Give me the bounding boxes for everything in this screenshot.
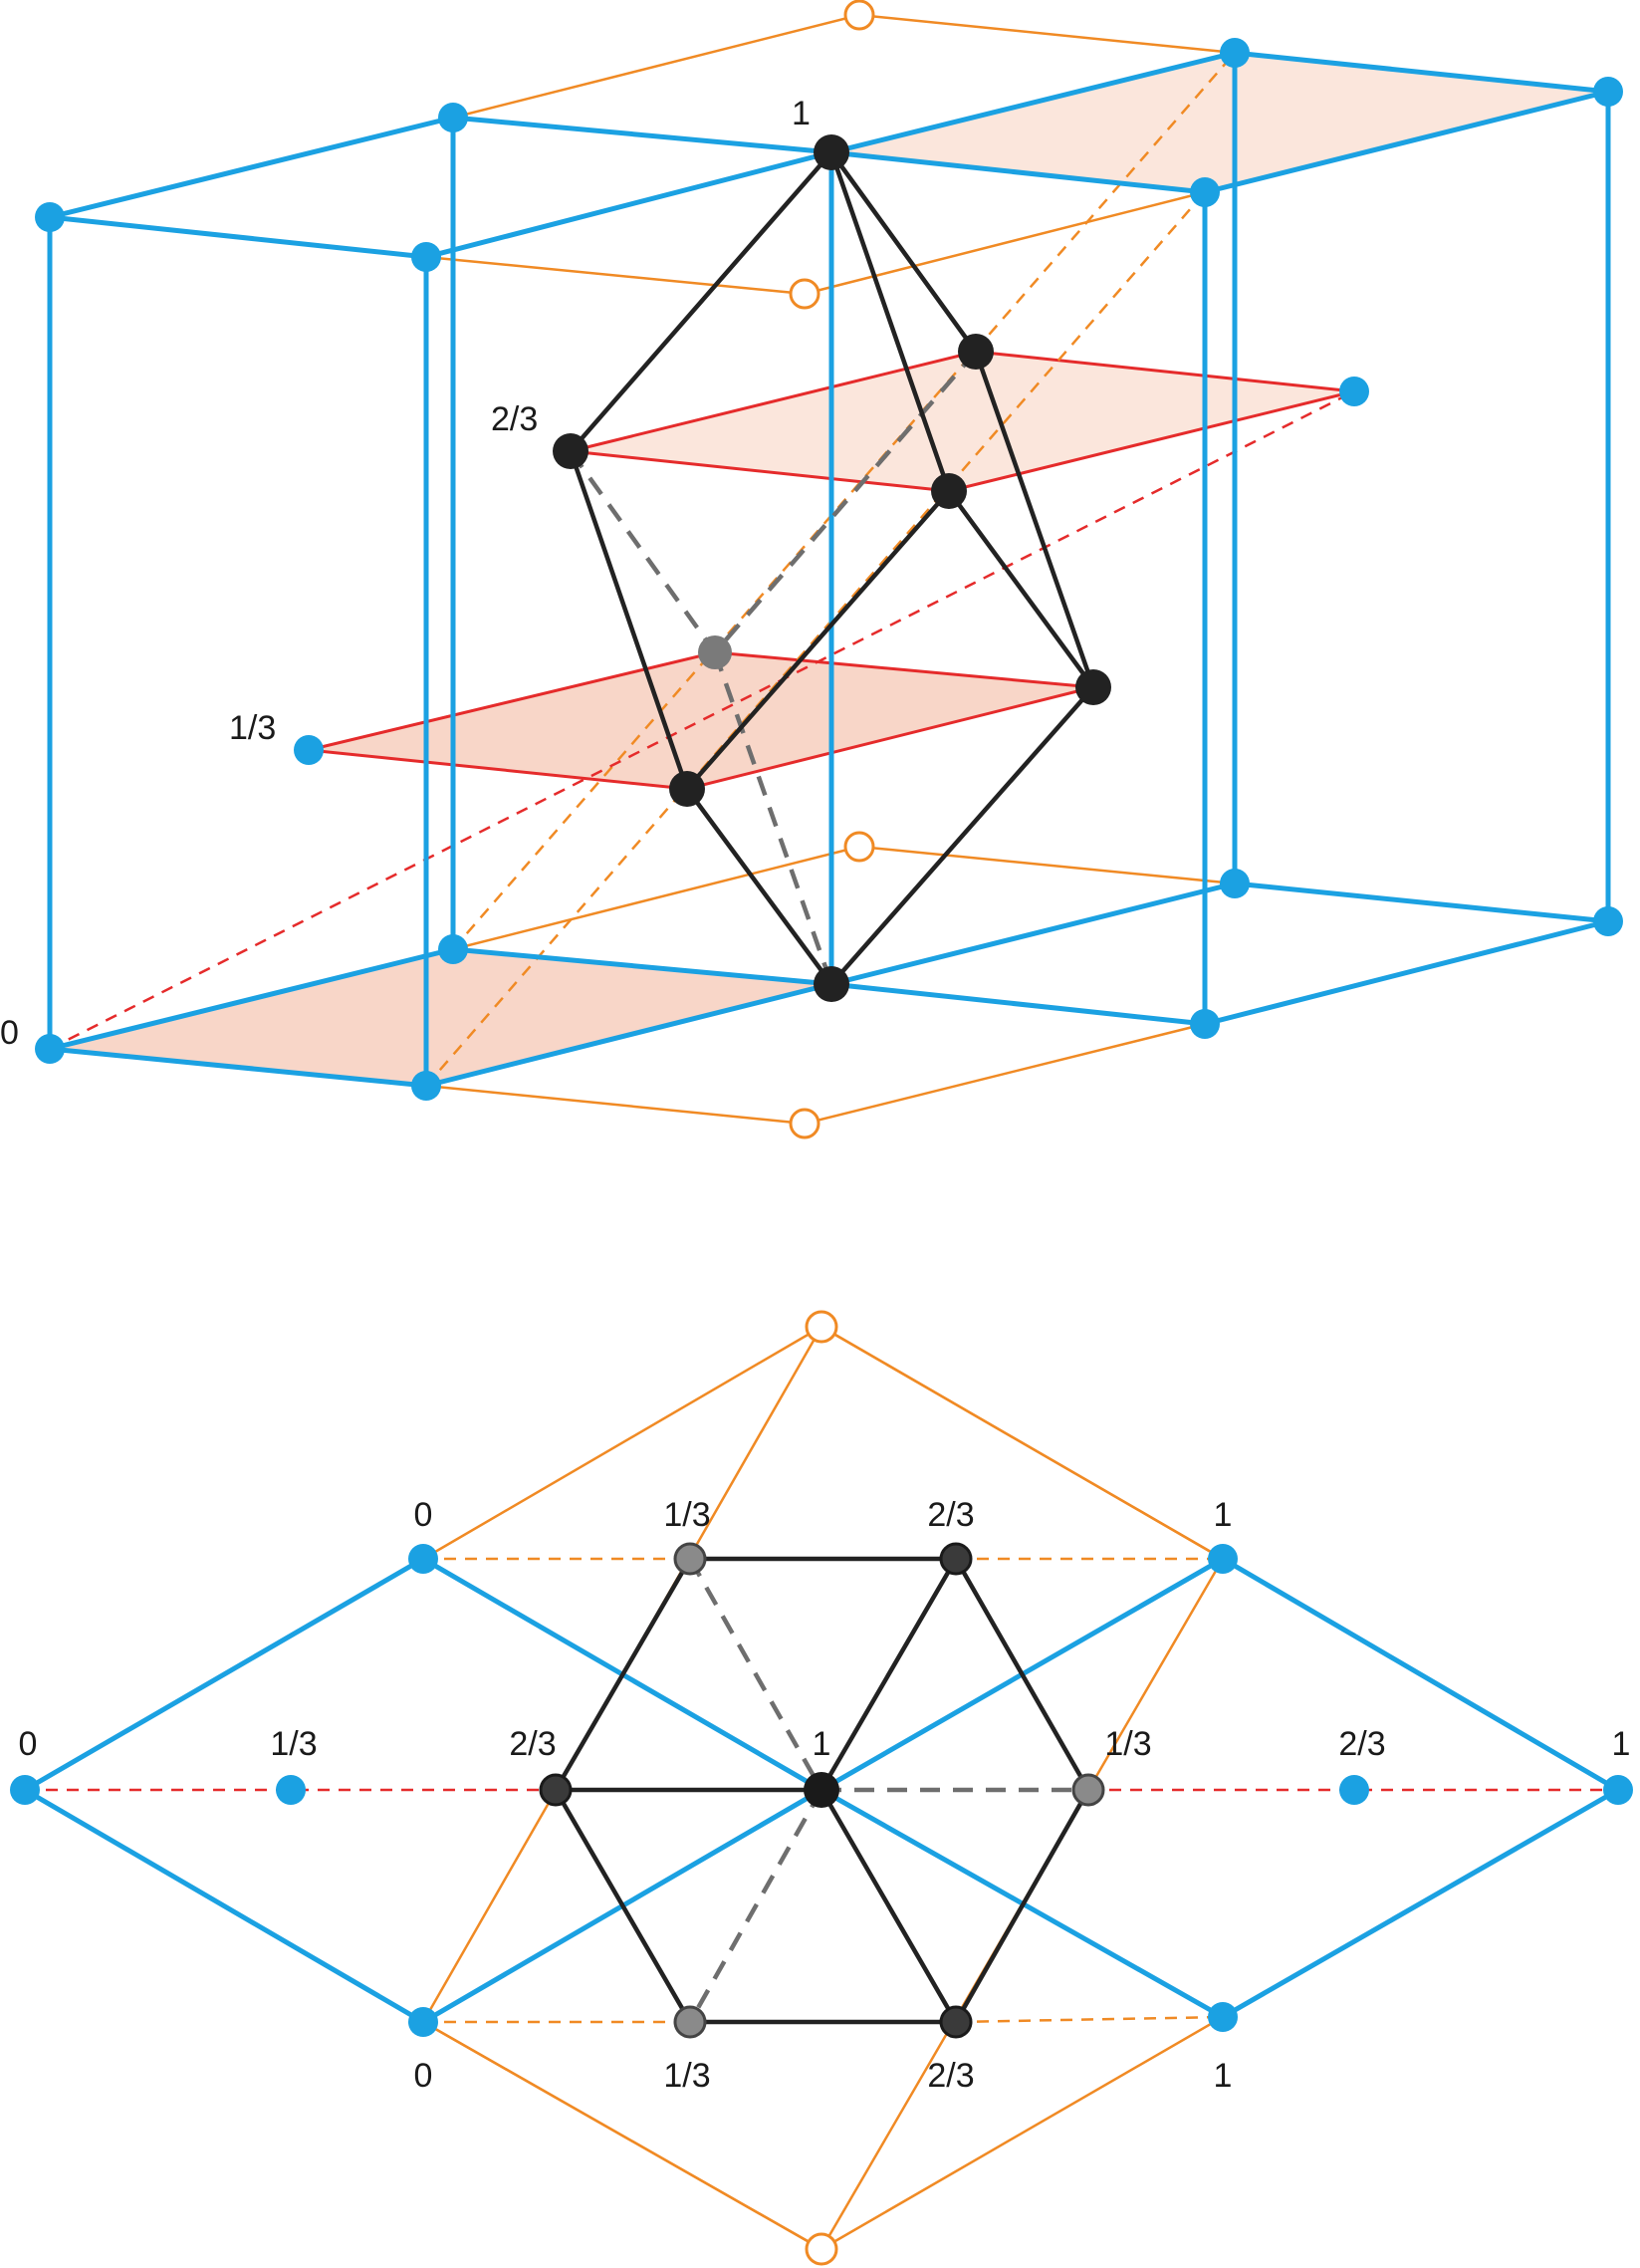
label-top-inner-left: 1/3 <box>663 1496 710 1534</box>
red-dashed-diagonal <box>49 389 1355 1051</box>
label-top: 1 <box>792 95 811 132</box>
label-bot-inner-left: 1/3 <box>663 2057 710 2095</box>
label-bot-left: 0 <box>414 2057 433 2095</box>
blue-box-edges <box>47 50 1611 1089</box>
bottom-shaded-face <box>50 949 831 1086</box>
label-zero: 0 <box>0 1014 19 1052</box>
orange-outer-top <box>422 1325 1224 1561</box>
hidden-edges <box>569 350 978 985</box>
label-top-right: 1 <box>1214 1496 1233 1534</box>
hidden-vertex <box>698 635 732 669</box>
label-mid-right: 1 <box>1612 1725 1631 1763</box>
orange-open-points <box>789 0 875 1139</box>
label-mid-hex-left: 2/3 <box>509 1725 556 1763</box>
projection-blue-points <box>10 1544 1633 2037</box>
label-center: 1 <box>813 1725 831 1763</box>
label-mid-left: 0 <box>19 1725 38 1763</box>
rhombohedron-edges <box>568 150 1096 986</box>
label-bot-right: 1 <box>1214 2057 1233 2095</box>
label-mid-inner-left: 1/3 <box>270 1725 317 1763</box>
blue-points <box>35 38 1623 1101</box>
label-one-third: 1/3 <box>229 709 276 747</box>
label-mid-inner-right: 2/3 <box>1338 1725 1385 1763</box>
label-bot-inner-right: 2/3 <box>927 2057 974 2095</box>
top-shaded-face <box>831 53 1608 192</box>
label-mid-hex-right: 1/3 <box>1104 1725 1151 1763</box>
rhombohedron-vertices <box>553 134 1111 1002</box>
label-two-thirds: 2/3 <box>491 400 538 438</box>
projection-dark-vertices <box>539 1542 973 2039</box>
orange-dashed-rows <box>423 1557 1224 2024</box>
projection-hexagon <box>554 1556 1090 2025</box>
projection-hidden-edges <box>688 1557 1088 2024</box>
projection-center-vertex <box>804 1772 839 1808</box>
perspective-view: 1 2/3 1/3 0 <box>0 0 1623 1139</box>
label-top-left: 0 <box>414 1496 433 1534</box>
orange-outer-bottom <box>422 2015 1224 2251</box>
projection-orange-points <box>805 1310 838 2266</box>
projection-light-vertices <box>673 1542 1105 2039</box>
label-top-inner-right: 2/3 <box>927 1496 974 1534</box>
projection-view: 0 1/3 2/3 1 0 1/3 2/3 1 1/3 2/3 1 0 1/3 … <box>10 1310 1633 2266</box>
